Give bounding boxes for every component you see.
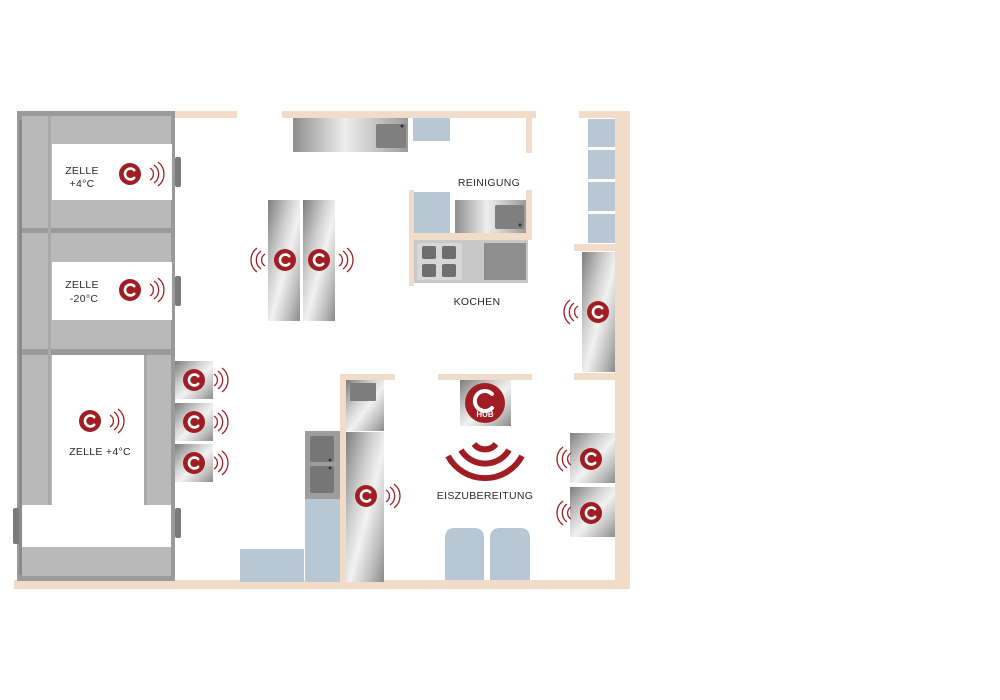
building-walls	[14, 111, 630, 589]
top-sink-counter	[293, 118, 450, 152]
tall-freezer	[346, 380, 384, 582]
ice-machines	[445, 528, 530, 580]
svg-text:HUB: HUB	[476, 410, 494, 419]
cleaning-station	[414, 192, 526, 233]
oven-column	[240, 431, 340, 582]
cold-rooms	[17, 111, 175, 581]
eiszubereitung-label: EISZUBEREITUNG	[437, 490, 533, 502]
reinigung-label: REINIGUNG	[458, 177, 520, 189]
zelle-2-label: ZELLE	[65, 279, 99, 291]
door-hinges	[13, 157, 181, 544]
zelle-1-temp: +4°C	[70, 178, 95, 190]
cooking-station	[414, 240, 528, 283]
zelle-3-label: ZELLE +4°C	[69, 446, 131, 458]
kochen-label: KOCHEN	[454, 296, 501, 308]
zelle-1-label: ZELLE	[65, 165, 99, 177]
zelle-2-temp: -20°C	[70, 293, 99, 305]
small-fridges-right	[570, 433, 615, 537]
hub-signal-icon	[445, 441, 525, 482]
hub-icon: HUB	[460, 380, 511, 426]
right-shelving	[588, 119, 615, 243]
